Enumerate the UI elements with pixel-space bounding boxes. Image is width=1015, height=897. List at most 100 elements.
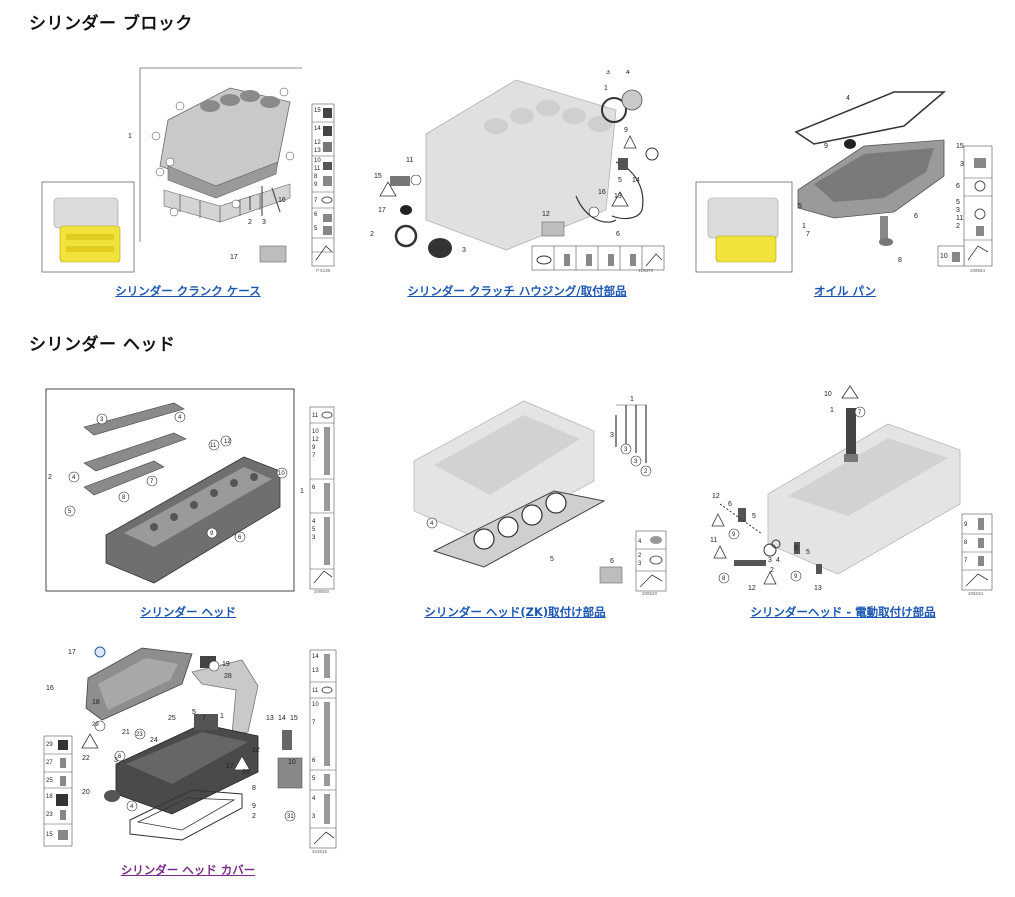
svg-text:7: 7 — [202, 715, 206, 722]
svg-text:7: 7 — [964, 558, 968, 564]
svg-text:4: 4 — [312, 796, 316, 802]
svg-text:6: 6 — [616, 231, 620, 238]
svg-text:10: 10 — [940, 253, 948, 260]
svg-text:11: 11 — [710, 537, 717, 544]
svg-text:6: 6 — [728, 501, 732, 508]
svg-text:27: 27 — [226, 763, 234, 770]
svg-text:9: 9 — [624, 127, 628, 134]
svg-text:6: 6 — [914, 213, 918, 220]
diagram-id: 209500 — [314, 589, 330, 594]
link-clutch-housing-mounting-parts[interactable]: シリンダー クラッチ ハウジング/取付部品 — [407, 284, 627, 298]
svg-text:1: 1 — [128, 133, 132, 140]
svg-text:5: 5 — [618, 177, 622, 184]
svg-text:14: 14 — [278, 715, 286, 722]
svg-text:8: 8 — [252, 785, 256, 792]
svg-text:5: 5 — [550, 556, 554, 563]
diagram-id: 405534 — [968, 591, 984, 595]
svg-text:12: 12 — [312, 437, 319, 443]
svg-text:9: 9 — [794, 574, 798, 580]
svg-text:13: 13 — [814, 585, 822, 592]
link-cylinder-crankcase[interactable]: シリンダー クランク ケース — [115, 284, 261, 298]
svg-text:6: 6 — [312, 485, 316, 491]
svg-text:20: 20 — [82, 789, 90, 796]
link-oil-pan[interactable]: オイル パン — [813, 284, 877, 298]
svg-text:23: 23 — [136, 732, 143, 738]
diagram-id: 403515 — [312, 849, 328, 854]
svg-text:27: 27 — [46, 760, 53, 766]
link-cylinder-head-zk-mounting-parts[interactable]: シリンダー ヘッド(ZK)取付け部品 — [424, 605, 606, 619]
svg-text:9: 9 — [210, 531, 214, 537]
svg-text:25: 25 — [168, 715, 176, 722]
svg-text:3: 3 — [610, 432, 614, 439]
svg-text:2: 2 — [248, 219, 252, 226]
svg-text:2: 2 — [770, 567, 774, 574]
svg-text:15: 15 — [374, 173, 382, 180]
svg-text:23: 23 — [46, 812, 53, 818]
svg-text:9: 9 — [964, 522, 968, 528]
svg-text:7: 7 — [312, 453, 316, 459]
svg-text:29: 29 — [46, 742, 53, 748]
svg-text:3: 3 — [114, 757, 118, 764]
svg-text:10: 10 — [312, 702, 319, 708]
svg-text:5: 5 — [312, 527, 316, 533]
svg-text:7: 7 — [312, 720, 316, 726]
svg-text:14: 14 — [632, 177, 640, 184]
link-cylinder-head-cover[interactable]: シリンダー ヘッド カバー — [120, 863, 256, 877]
svg-text:13: 13 — [614, 193, 622, 200]
svg-text:19: 19 — [222, 661, 230, 668]
svg-text:3: 3 — [638, 561, 642, 567]
diagram-id: 209554 — [970, 268, 986, 273]
svg-text:6: 6 — [794, 545, 798, 552]
svg-text:4: 4 — [626, 70, 630, 76]
svg-text:3: 3 — [624, 447, 628, 453]
svg-text:3: 3 — [960, 161, 964, 168]
svg-text:4: 4 — [638, 539, 642, 545]
svg-text:25: 25 — [46, 778, 53, 784]
diagram-id: P 5138 — [316, 268, 331, 273]
svg-text:12: 12 — [252, 747, 260, 754]
svg-text:2: 2 — [48, 474, 52, 481]
svg-text:6: 6 — [312, 758, 316, 764]
link-cylinder-head[interactable]: シリンダー ヘッド — [139, 605, 236, 619]
svg-text:3: 3 — [312, 535, 316, 541]
svg-text:9: 9 — [312, 445, 316, 451]
svg-text:5: 5 — [68, 509, 72, 515]
diagram-crankcase[interactable]: 1 — [40, 66, 340, 274]
svg-text:14: 14 — [314, 126, 321, 132]
svg-text:6: 6 — [956, 183, 960, 190]
svg-text:9: 9 — [314, 182, 318, 188]
svg-text:8: 8 — [898, 257, 902, 264]
link-cylinder-head-electric-mounting-parts[interactable]: シリンダーヘッド - 電動取付け部品 — [750, 605, 936, 619]
svg-text:11: 11 — [956, 215, 963, 222]
svg-text:17: 17 — [68, 649, 76, 656]
svg-text:11: 11 — [406, 157, 413, 164]
svg-text:12: 12 — [748, 585, 756, 592]
svg-text:11: 11 — [210, 443, 217, 449]
diagram-id: 209520 — [642, 591, 658, 595]
svg-text:16: 16 — [46, 685, 54, 692]
svg-text:3: 3 — [606, 70, 610, 76]
svg-text:21: 21 — [122, 729, 130, 736]
svg-text:1: 1 — [802, 223, 806, 230]
svg-text:6: 6 — [314, 212, 318, 218]
svg-text:14: 14 — [312, 654, 319, 660]
svg-text:3: 3 — [634, 459, 638, 465]
section-title-cylinder-head: シリンダー ヘッド — [29, 335, 176, 355]
svg-text:28: 28 — [224, 673, 232, 680]
svg-text:9: 9 — [732, 532, 736, 538]
svg-text:9: 9 — [252, 803, 256, 810]
svg-text:3: 3 — [262, 219, 266, 226]
svg-text:29: 29 — [92, 722, 99, 728]
svg-text:10: 10 — [314, 158, 321, 164]
svg-text:4: 4 — [430, 521, 434, 527]
svg-text:18: 18 — [46, 794, 53, 800]
svg-text:3: 3 — [956, 207, 960, 214]
svg-text:1: 1 — [830, 407, 834, 414]
svg-text:4: 4 — [846, 95, 850, 102]
